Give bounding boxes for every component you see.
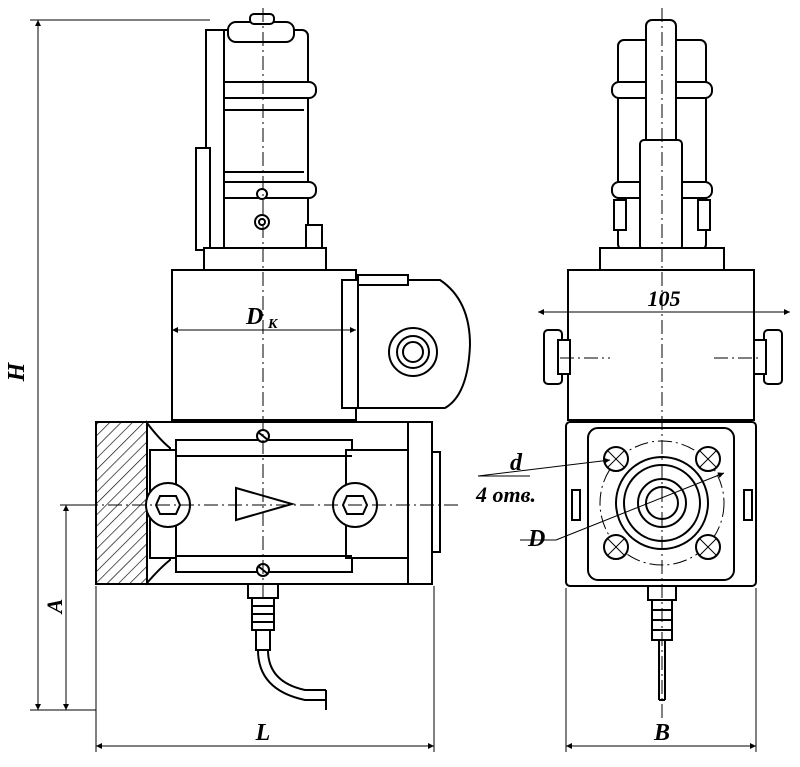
label-105: 105 (648, 286, 681, 311)
valve-body-block (171, 269, 357, 421)
label-Dk: D (245, 304, 263, 330)
dimension-lines (30, 19, 790, 752)
valve-flange-body (95, 420, 441, 586)
side-body-block (567, 269, 755, 421)
side-glands (543, 329, 783, 385)
dimension-labels: H A L B D К 105 d 4 отв. D (4, 286, 681, 746)
cable-gland (247, 583, 327, 710)
side-view (543, 8, 783, 720)
label-Dk-sub: К (267, 317, 279, 332)
label-holes: 4 отв. (475, 482, 536, 507)
solenoid-coil (195, 13, 327, 271)
label-D: D (527, 526, 545, 552)
side-solenoid (599, 19, 725, 271)
label-H: H (4, 361, 30, 382)
label-d: d (510, 450, 523, 476)
front-view (60, 8, 472, 710)
label-B: B (653, 720, 670, 746)
side-flange-face (565, 421, 757, 587)
terminal-box (341, 274, 472, 409)
label-A: A (42, 599, 67, 616)
label-L: L (255, 720, 271, 746)
